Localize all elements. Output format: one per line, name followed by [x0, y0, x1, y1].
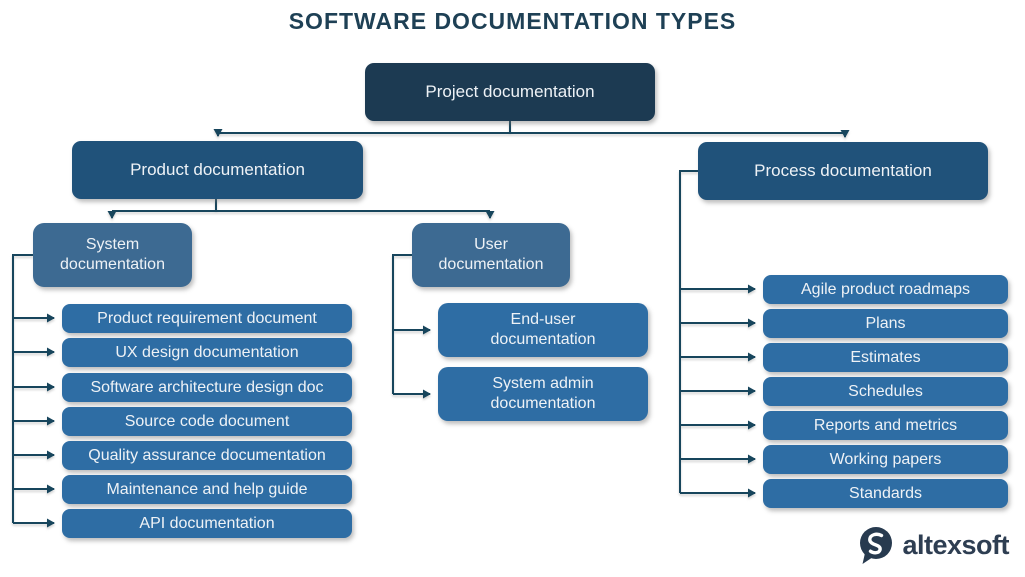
node-project-documentation: Project documentation [365, 63, 655, 121]
altexsoft-swirl-icon [860, 527, 893, 564]
leaf-system-admin-documentation: System admin documentation [438, 367, 648, 421]
leaf-software-architecture-design-doc: Software architecture design doc [62, 373, 352, 402]
page-title: SOFTWARE DOCUMENTATION TYPES [288, 8, 737, 34]
node-user-documentation: User documentation [412, 223, 570, 287]
altexsoft-logo: altexsoft [857, 525, 1009, 565]
logo-text: altexsoft [902, 529, 1009, 560]
leaf-ux-design-documentation: UX design documentation [62, 338, 352, 367]
leaf-standards: Standards [763, 479, 1008, 508]
leaf-maintenance-and-help-guide: Maintenance and help guide [62, 475, 352, 504]
leaf-schedules: Schedules [763, 377, 1008, 406]
leaf-quality-assurance-documentation: Quality assurance documentation [62, 441, 352, 470]
leaf-working-papers: Working papers [763, 445, 1008, 474]
leaf-end-user-documentation: End-user documentation [438, 303, 648, 357]
leaf-product-requirement-document: Product requirement document [62, 304, 352, 333]
leaf-reports-and-metrics: Reports and metrics [763, 411, 1008, 440]
leaf-plans: Plans [763, 309, 1008, 338]
node-system-documentation: System documentation [33, 223, 192, 287]
node-product-documentation: Product documentation [72, 141, 363, 199]
leaf-source-code-document: Source code document [62, 407, 352, 436]
leaf-estimates: Estimates [763, 343, 1008, 372]
leaf-api-documentation: API documentation [62, 509, 352, 538]
leaf-agile-product-roadmaps: Agile product roadmaps [763, 275, 1008, 304]
node-process-documentation: Process documentation [698, 142, 988, 200]
